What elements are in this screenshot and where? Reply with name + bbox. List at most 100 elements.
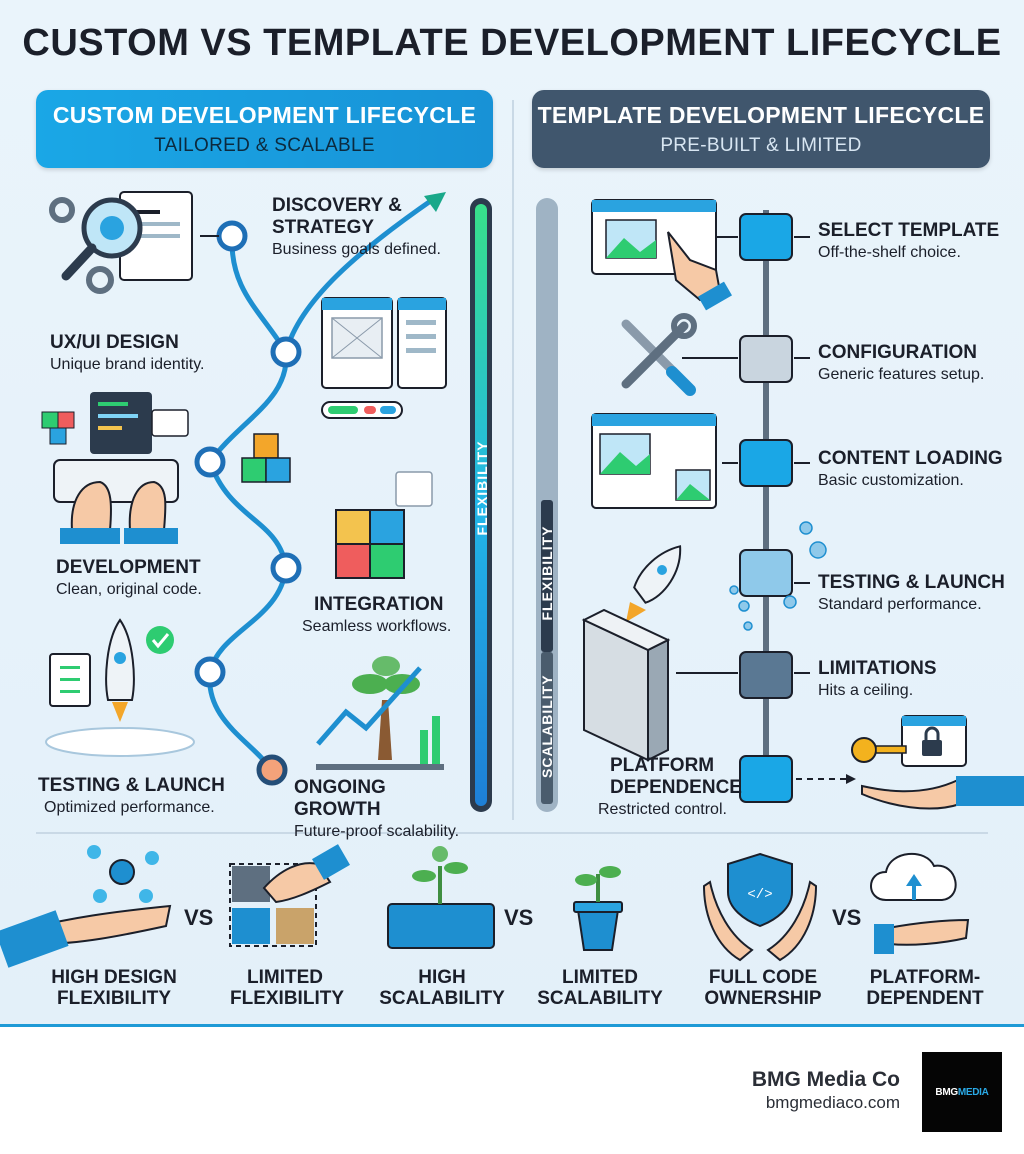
custom-panel-header: CUSTOM DEVELOPMENT LIFECYCLE TAILORED & … (36, 90, 493, 168)
node-development (194, 446, 226, 478)
node-select-template (739, 213, 793, 261)
design-flexibility-icon (0, 845, 172, 968)
custom-header-title: CUSTOM DEVELOPMENT LIFECYCLE (52, 102, 477, 128)
stage-title: TESTING & LAUNCH (38, 775, 225, 796)
brand-logo-main: BMG (935, 1086, 958, 1098)
node-design (270, 336, 302, 368)
comparison-vs-2: VS (504, 905, 534, 930)
stage-title: LIMITATIONS (818, 658, 937, 679)
node-configuration (739, 335, 793, 383)
development-icon (41, 392, 189, 544)
custom-stage-integration: INTEGRATION Seamless workflows. (302, 594, 472, 636)
stage-title: SELECT TEMPLATE (818, 220, 1000, 241)
stage-desc: Future-proof scalability. (294, 823, 460, 840)
custom-stage-growth: ONGOING GROWTH Future-proof scalability. (294, 777, 474, 841)
node-content-loading (739, 439, 793, 487)
custom-stage-testing: TESTING & LAUNCH Optimized performance. (38, 775, 238, 817)
stage-title: CONTENT LOADING (818, 448, 1003, 469)
modules-icon (241, 433, 291, 483)
template-scalability-label: SCALABILITY (539, 674, 555, 778)
svg-text:</>: </> (747, 887, 772, 903)
configuration-icon (621, 313, 697, 396)
brand-url[interactable]: bmgmediaco.com (765, 1093, 900, 1112)
stage-title: CONFIGURATION (818, 342, 978, 363)
integration-icon (335, 471, 433, 579)
stage-desc: Basic customization. (818, 472, 964, 489)
template-stage-testing: TESTING & LAUNCH Standard performance. (818, 572, 1018, 614)
custom-stage-discovery: DISCOVERY & STRATEGY Business goals defi… (272, 195, 472, 259)
node-testing-launch (739, 549, 793, 597)
custom-flexibility-label: FLEXIBILITY (474, 440, 490, 536)
node-discovery (216, 220, 248, 252)
horizontal-divider (36, 832, 988, 834)
stage-title: PLATFORM DEPENDENCE (610, 755, 742, 798)
node-integration (270, 552, 302, 584)
limited-scalability-icon (573, 866, 623, 951)
comparison-custom-1: HIGH DESIGN FLEXIBILITY (51, 967, 177, 1009)
template-stage-limitations: LIMITATIONS Hits a ceiling. (818, 658, 1018, 700)
leaking-bubbles-icon (729, 521, 827, 631)
limited-flexibility-icon (229, 844, 350, 947)
stage-desc: Optimized performance. (44, 799, 215, 816)
template-header-subtitle: PRE-BUILT & LIMITED (660, 135, 862, 156)
illustration-layer: </> (0, 191, 1024, 968)
custom-header-subtitle: TAILORED & SCALABLE (154, 135, 375, 156)
brand-logo-accent: MEDIA (957, 1086, 989, 1098)
stage-title: ONGOING GROWTH (294, 777, 386, 820)
stage-desc: Business goals defined. (272, 241, 441, 258)
stage-desc: Standard performance. (818, 596, 982, 613)
template-header-title: TEMPLATE DEVELOPMENT LIFECYCLE (537, 102, 985, 128)
stage-title: DISCOVERY & STRATEGY (272, 195, 402, 238)
comparison-vs-3: VS (832, 905, 862, 930)
discovery-arrow-icon (424, 192, 446, 212)
stage-desc: Unique brand identity. (50, 356, 205, 373)
template-stage-select: SELECT TEMPLATE Off-the-shelf choice. (818, 220, 1018, 262)
template-panel-header: TEMPLATE DEVELOPMENT LIFECYCLE PRE-BUILT… (532, 90, 990, 168)
comparison-template-1: LIMITED FLEXIBILITY (230, 967, 344, 1009)
stage-desc: Generic features setup. (818, 366, 985, 383)
wall-icon (581, 608, 671, 762)
template-stage-configuration: CONFIGURATION Generic features setup. (818, 342, 1018, 384)
template-stage-content: CONTENT LOADING Basic customization. (818, 448, 1018, 490)
stage-desc: Restricted control. (598, 801, 727, 818)
code-ownership-icon: </> (702, 852, 818, 962)
template-stage-platform: PLATFORM DEPENDENCE Restricted control. (598, 755, 742, 819)
comparison-custom-2: HIGH SCALABILITY (379, 967, 505, 1009)
high-scalability-icon (387, 846, 495, 949)
brand-name: BMG Media Co (751, 1068, 900, 1091)
node-limitations (739, 651, 793, 699)
stage-desc: Off-the-shelf choice. (818, 244, 961, 261)
stage-desc: Hits a ceiling. (818, 682, 914, 699)
comparison-template-2: LIMITED SCALABILITY (537, 967, 663, 1009)
custom-stage-development: DEVELOPMENT Clean, original code. (56, 557, 256, 599)
platform-dependent-icon (870, 852, 970, 954)
custom-stage-design: UX/UI DESIGN Unique brand identity. (50, 332, 250, 374)
custom-path-nodes (194, 220, 302, 786)
limited-launch-icon (626, 545, 682, 622)
node-platform-dependence (739, 755, 793, 803)
comparison-vs-1: VS (184, 905, 214, 930)
node-growth (256, 754, 288, 786)
key-lock-icon (851, 715, 1024, 810)
stage-desc: Clean, original code. (56, 581, 202, 598)
main-title: CUSTOM VS TEMPLATE DEVELOPMENT LIFECYCLE (22, 22, 1002, 64)
comparison-template-3: PLATFORM-DEPENDENT (866, 967, 984, 1009)
select-template-icon (591, 199, 732, 311)
testing-launch-icon (45, 618, 195, 757)
growth-icon (316, 656, 444, 770)
ux-design-icon (321, 297, 447, 419)
stage-title: INTEGRATION (314, 594, 444, 615)
node-testing (194, 656, 226, 688)
vertical-divider (512, 100, 514, 820)
stage-desc: Seamless workflows. (302, 618, 452, 635)
stage-title: UX/UI DESIGN (50, 332, 179, 353)
stage-title: DEVELOPMENT (56, 557, 201, 578)
infographic-canvas: CUSTOM VS TEMPLATE DEVELOPMENT LIFECYCLE… (0, 0, 1024, 1027)
discovery-icon (49, 191, 193, 294)
content-loading-icon (591, 413, 717, 509)
stage-title: TESTING & LAUNCH (818, 572, 1005, 593)
comparison-custom-3: FULL CODE OWNERSHIP (704, 967, 822, 1009)
template-flexibility-label: FLEXIBILITY (539, 525, 555, 621)
template-spine-nodes (739, 213, 793, 803)
